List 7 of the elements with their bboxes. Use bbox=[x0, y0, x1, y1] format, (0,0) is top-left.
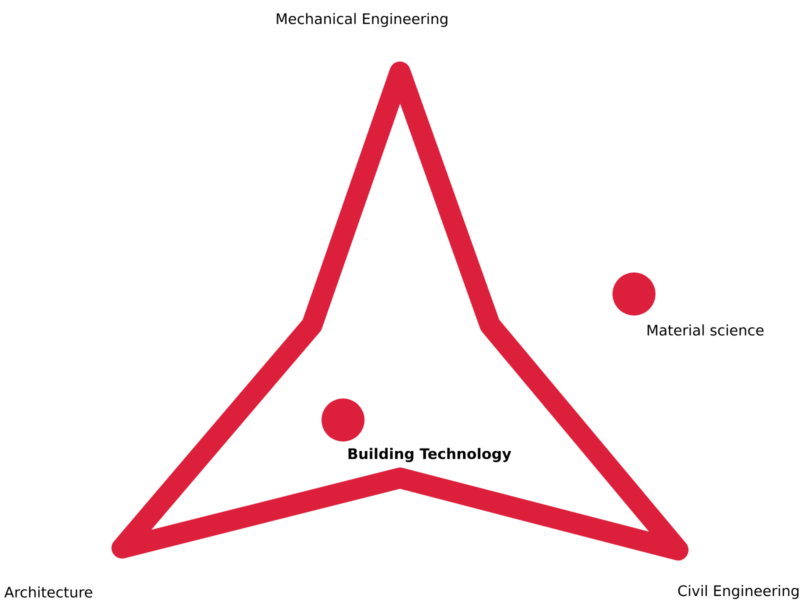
vertex-label: Civil Engineering bbox=[678, 584, 798, 600]
dot-label: Building Technology bbox=[348, 448, 512, 462]
vertex-label: Architecture bbox=[4, 586, 92, 598]
dot bbox=[612, 272, 656, 316]
dot-label: Material science bbox=[648, 324, 764, 336]
dot bbox=[322, 398, 364, 442]
vertex-label: Mechanical Engineering bbox=[276, 12, 448, 27]
